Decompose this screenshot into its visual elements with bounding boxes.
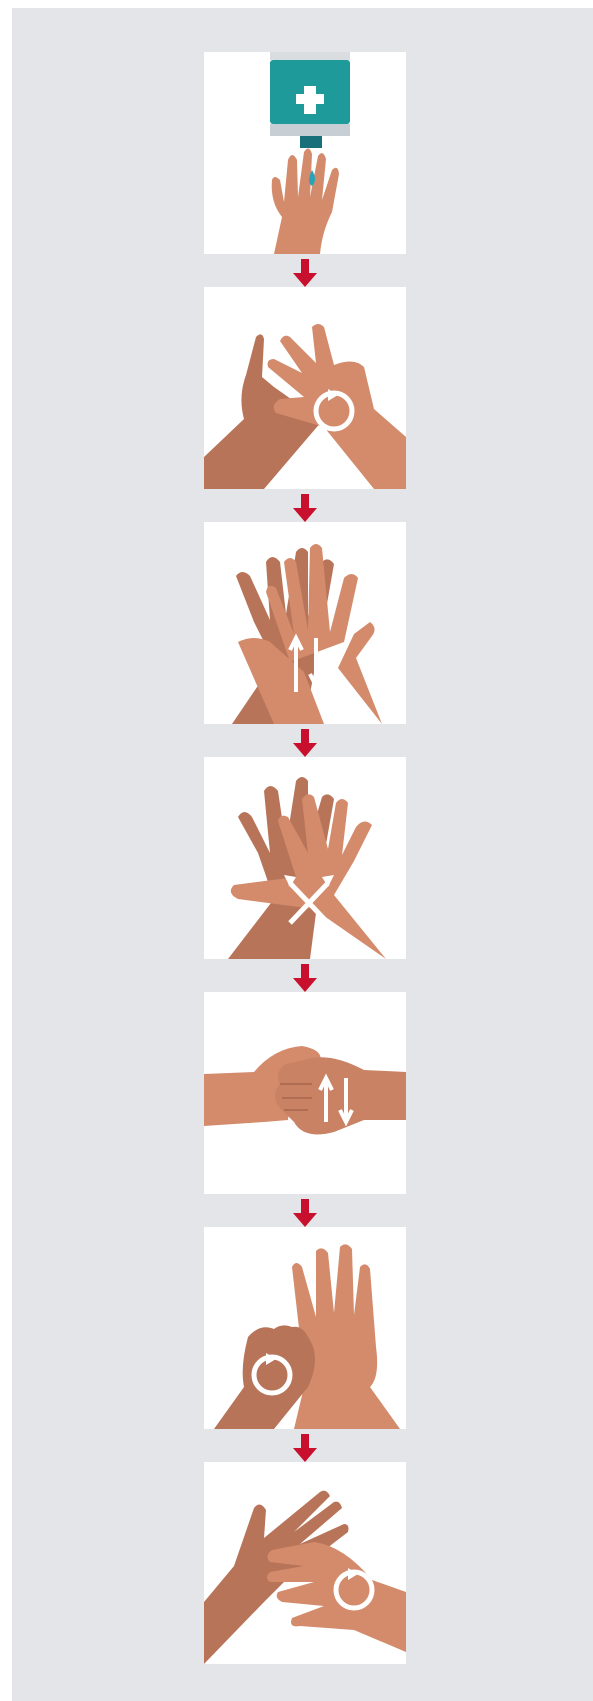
down-arrow-icon bbox=[293, 729, 317, 757]
step-arrow-1 bbox=[293, 259, 317, 287]
palm-to-palm-icon bbox=[204, 287, 406, 489]
step-arrow-6 bbox=[293, 1434, 317, 1462]
interlocked-fingers-icon bbox=[204, 992, 406, 1194]
interlaced-fingers-icon bbox=[204, 757, 406, 959]
step-fingertips-in-palm bbox=[204, 1462, 406, 1664]
step-arrow-2 bbox=[293, 494, 317, 522]
thumb-rub-icon bbox=[204, 1227, 406, 1429]
step-arrow-3 bbox=[293, 729, 317, 757]
step-rotational-thumb bbox=[204, 1227, 406, 1429]
step-interlocked-fingers bbox=[204, 992, 406, 1194]
step-interlaced-fingers bbox=[204, 757, 406, 959]
back-of-hands-icon bbox=[204, 522, 406, 724]
down-arrow-icon bbox=[293, 964, 317, 992]
step-arrow-4 bbox=[293, 964, 317, 992]
step-rub-palms bbox=[204, 287, 406, 489]
step-apply-sanitizer bbox=[204, 52, 406, 254]
down-arrow-icon bbox=[293, 1434, 317, 1462]
fingertips-palm-icon bbox=[204, 1462, 406, 1664]
step-back-of-hands bbox=[204, 522, 406, 724]
down-arrow-icon bbox=[293, 1199, 317, 1227]
sanitizer-dispenser-icon bbox=[204, 52, 406, 254]
step-arrow-5 bbox=[293, 1199, 317, 1227]
down-arrow-icon bbox=[293, 494, 317, 522]
down-arrow-icon bbox=[293, 259, 317, 287]
